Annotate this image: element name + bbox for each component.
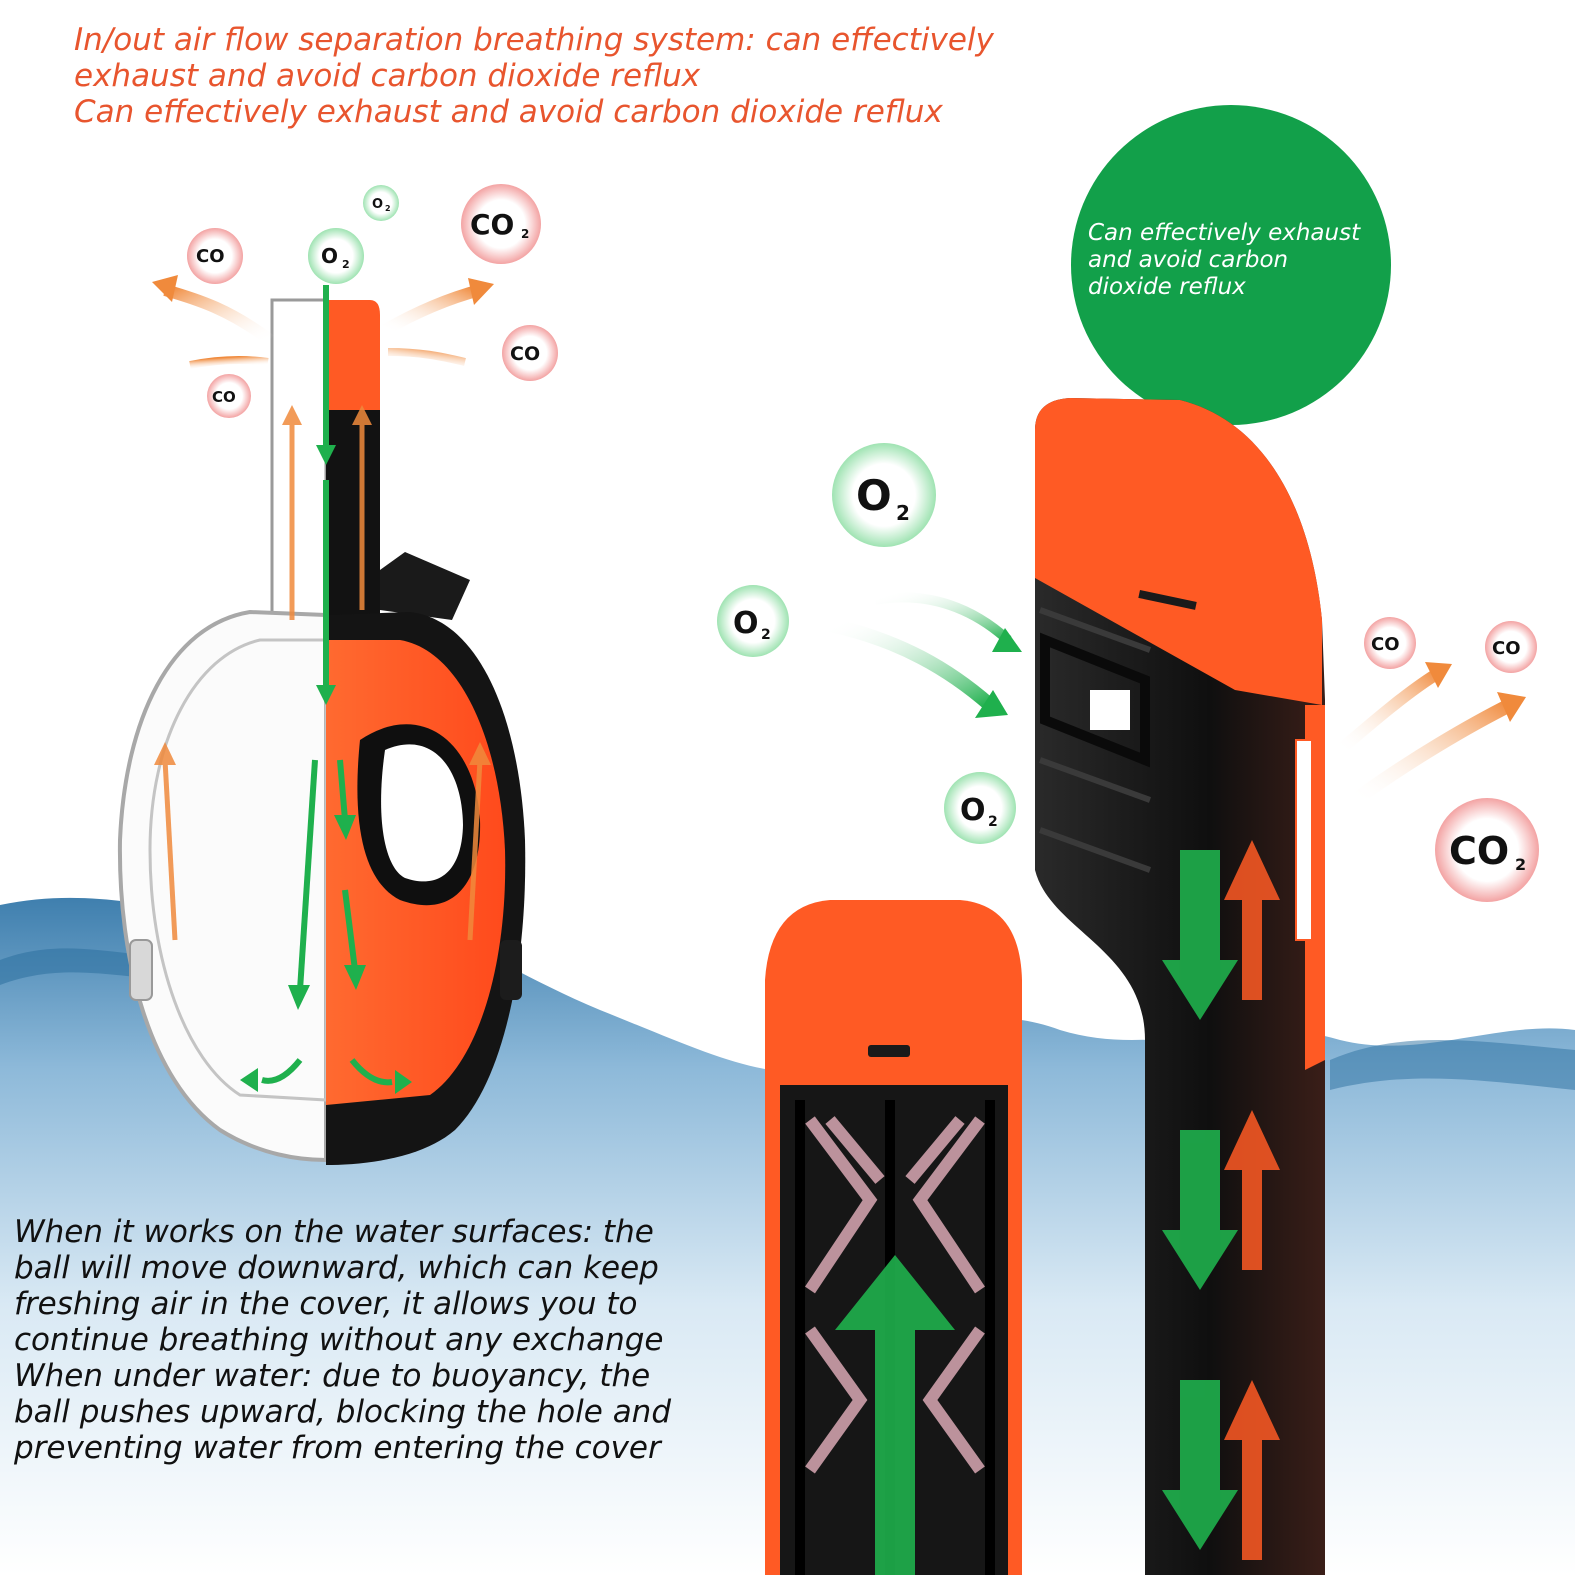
- svg-text:CO: CO: [212, 388, 236, 406]
- svg-text:O: O: [856, 471, 892, 520]
- co2-bubble: CO 2: [1435, 798, 1539, 902]
- headline-line: exhaust and avoid carbon dioxide reflux: [74, 58, 701, 94]
- o2-bubble: O 2: [717, 585, 789, 657]
- svg-text:CO: CO: [510, 343, 540, 365]
- co2-bubble: CO: [207, 374, 251, 418]
- headline-line: Can effectively exhaust and avoid carbon…: [74, 94, 943, 130]
- svg-text:CO: CO: [1492, 638, 1521, 659]
- o2-bubble: O 2: [944, 772, 1016, 844]
- svg-text:O: O: [960, 793, 986, 828]
- description-line: preventing water from entering the cover: [14, 1430, 661, 1466]
- svg-text:2: 2: [385, 204, 391, 213]
- svg-text:2: 2: [761, 627, 771, 643]
- svg-text:CO: CO: [1371, 634, 1400, 655]
- description-line: ball will move downward, which can keep: [14, 1250, 659, 1286]
- svg-text:2: 2: [988, 814, 998, 830]
- o2-bubble: O 2: [832, 443, 936, 547]
- co2-bubble: CO: [187, 228, 243, 284]
- o2-bubble: O 2: [363, 185, 399, 221]
- green-badge-text: Can effectively exhaust and avoid carbon…: [1088, 220, 1388, 301]
- badge-line: and avoid carbon: [1088, 247, 1289, 273]
- description-line: When it works on the water surfaces: the: [14, 1214, 654, 1250]
- description-line: continue breathing without any exchange: [14, 1322, 664, 1358]
- headline-line: In/out air flow separation breathing sys…: [74, 22, 994, 58]
- svg-text:2: 2: [896, 501, 910, 525]
- svg-text:2: 2: [342, 258, 350, 271]
- description-line: When under water: due to buoyancy, the: [14, 1358, 651, 1394]
- co2-bubble: CO 2: [461, 184, 541, 264]
- mask-icon: [117, 275, 526, 1165]
- svg-text:2: 2: [1515, 855, 1526, 874]
- co2-bubble: CO: [1485, 621, 1537, 673]
- svg-text:O: O: [733, 606, 759, 641]
- green-badge-circle: [1071, 105, 1391, 425]
- co2-bubble: CO: [1364, 617, 1416, 669]
- snorkel-tube-icon: [1035, 398, 1325, 1575]
- badge-line: dioxide reflux: [1088, 274, 1246, 300]
- svg-text:2: 2: [521, 227, 529, 241]
- svg-text:CO: CO: [196, 246, 225, 267]
- badge-line: Can effectively exhaust: [1088, 220, 1361, 246]
- description-line: freshing air in the cover, it allows you…: [14, 1286, 638, 1322]
- description-text: When it works on the water surfaces: the…: [14, 1214, 754, 1466]
- svg-text:CO: CO: [1449, 829, 1509, 873]
- o2-bubble: O 2: [308, 228, 364, 284]
- snorkel-valve-icon: [765, 900, 1022, 1575]
- svg-text:O: O: [372, 197, 383, 212]
- co2-bubble: CO: [502, 325, 558, 381]
- description-line: ball pushes upward, blocking the hole an…: [14, 1394, 672, 1430]
- svg-text:O: O: [321, 244, 338, 268]
- headline: In/out air flow separation breathing sys…: [74, 22, 1074, 130]
- svg-text:CO: CO: [470, 208, 514, 241]
